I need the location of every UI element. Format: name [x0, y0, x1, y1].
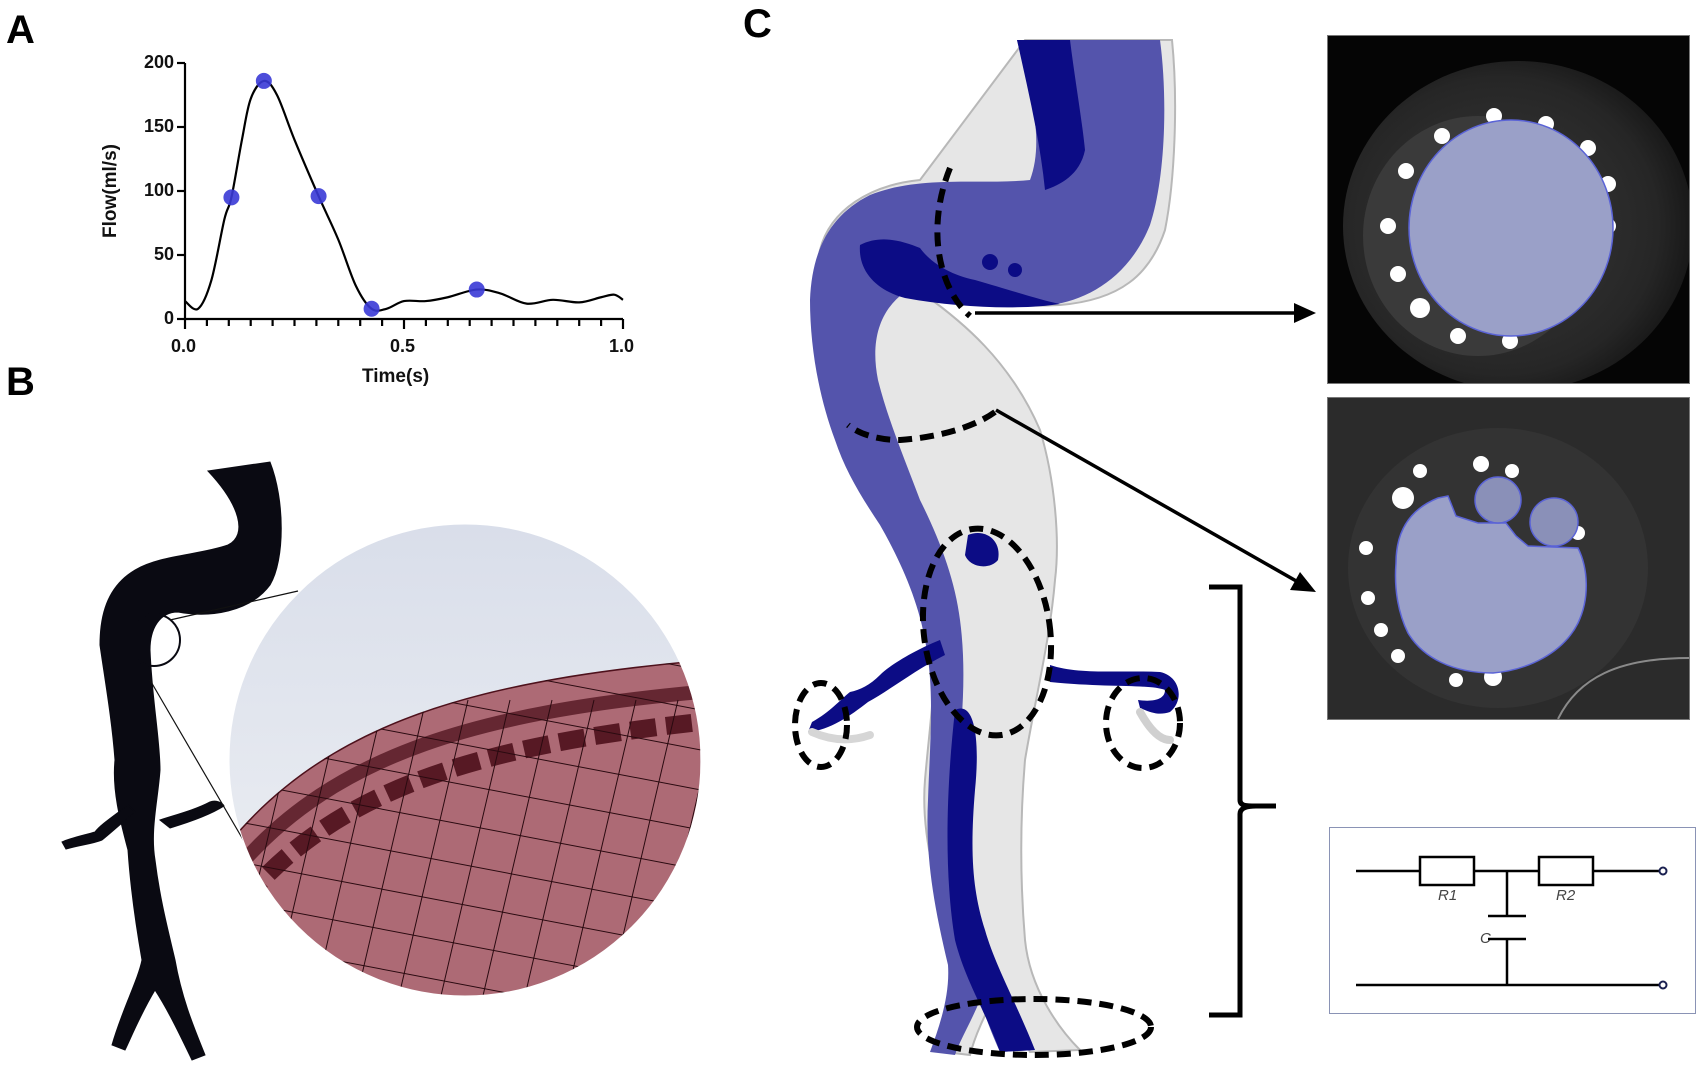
r2-label: R2: [1556, 887, 1576, 904]
c-label: C: [1480, 930, 1491, 947]
flow-markers: [223, 72, 485, 317]
zoom-leader-line-top: [169, 590, 299, 621]
dashed-section-proximal: [934, 166, 973, 319]
panel-label-b: B: [6, 360, 35, 404]
arrow-head-proximal: [1294, 303, 1316, 323]
dashed-ellipse-left-renal: [792, 680, 850, 770]
panel-label-a: A: [6, 8, 35, 52]
panel-label-c: C: [743, 2, 772, 46]
zoom-region-circle: [127, 613, 181, 667]
x-axis-title: Time(s): [362, 366, 430, 387]
ct-slice-proximal-image: [1328, 36, 1689, 383]
flow-marker: [310, 188, 327, 205]
outlet-bracket: [1209, 584, 1276, 1018]
ct-slice-proximal: [1327, 35, 1690, 384]
dashed-ellipse-iliac-outlets: [914, 996, 1154, 1058]
dashed-ellipse-visceral: [919, 525, 1055, 739]
y-tick-label: 200: [143, 52, 174, 72]
x-tick-label: 0.0: [171, 336, 197, 356]
ct-slice-distal: [1327, 397, 1690, 720]
dashed-section-distal: [846, 409, 997, 444]
false-lumen-segmentation-1: [1474, 476, 1522, 524]
chart-axes: [177, 61, 625, 329]
y-tick-label: 50: [153, 244, 174, 264]
mesh-cross-section: [229, 524, 701, 996]
y-tick-label: 150: [143, 116, 174, 136]
arrow-line-distal: [995, 408, 1299, 584]
y-tick-label: 100: [143, 180, 174, 200]
zoom-leader-line-bottom: [149, 679, 246, 844]
resistor-r2: [1537, 855, 1595, 887]
false-lumen-segmentation-2: [1529, 497, 1579, 547]
mesh-circle-outline: [228, 523, 702, 997]
x-tick-label: 1.0: [609, 336, 635, 356]
flow-marker: [468, 281, 485, 298]
flow-marker: [223, 189, 240, 206]
arrow-head-distal: [1290, 572, 1316, 592]
windkessel-circuit: R1 R2 C: [1329, 827, 1696, 1014]
true-lumen-segmentation: [1394, 495, 1587, 674]
flow-marker: [363, 300, 380, 317]
r1-label: R1: [1438, 887, 1458, 904]
aorta-silhouette: [61, 461, 282, 1061]
lumen-segmentation: [1408, 119, 1614, 337]
dashed-ellipse-right-renal: [1103, 675, 1183, 771]
circuit-schematic: [1356, 855, 1668, 990]
dashed-annotations: [792, 166, 1183, 1058]
x-tick-label: 0.5: [390, 336, 416, 356]
resistor-r1: [1418, 855, 1476, 887]
arrows: [975, 303, 1316, 592]
y-tick-label: 0: [163, 308, 174, 328]
ct-slice-distal-image: [1328, 398, 1689, 719]
flow-marker: [255, 72, 272, 89]
